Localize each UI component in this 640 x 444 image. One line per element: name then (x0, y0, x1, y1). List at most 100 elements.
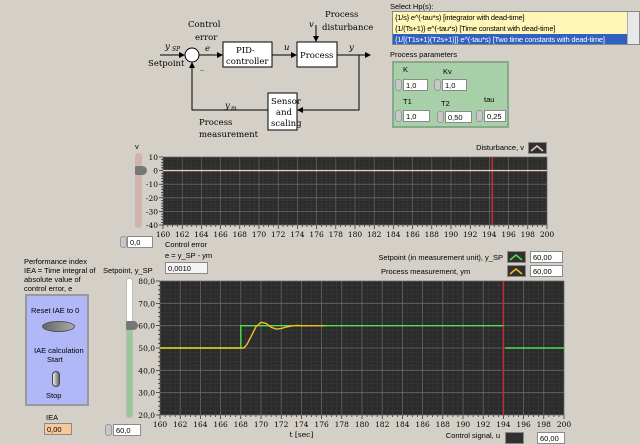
x-tick-label: 200 (557, 420, 572, 429)
setpoint-slider-thumb[interactable] (126, 321, 138, 330)
svg-text:scaling: scaling (271, 119, 302, 129)
measurement-legend-label: Process measurement, ym (381, 267, 471, 276)
x-tick-label: 186 (415, 420, 430, 429)
x-tick-label: 164 (194, 230, 209, 239)
hp-option-integrator[interactable]: {1/s} e^(-tau*s) [integrator with dead-t… (395, 13, 525, 22)
hp-option-two-time-constants-row[interactable]: {1/[(T1s+1)(T2s+1)]} e^(-tau*s) [Two tim… (393, 34, 627, 44)
disturbance-slider-label: v (135, 142, 139, 151)
sensor-block (267, 92, 298, 131)
hp-option-two-time-constants[interactable]: {1/[(T1s+1)(T2s+1)]} e^(-tau*s) [Two tim… (395, 35, 605, 44)
x-tick-label: 198 (521, 230, 536, 239)
t1-field[interactable]: 1,0 (403, 110, 430, 122)
control-error-label: Control error (165, 240, 208, 249)
setpoint-legend-icon[interactable] (507, 251, 526, 263)
y-tick-label: 40,0 (138, 366, 155, 375)
label-ysp: y (164, 42, 170, 52)
x-tick-label: 200 (540, 230, 555, 239)
t1-spinner[interactable] (395, 110, 402, 122)
svg-text:Process: Process (325, 10, 358, 20)
t2-field[interactable]: 0,50 (445, 111, 472, 123)
y-tick-label: 60,0 (138, 322, 155, 331)
x-tick-label: 178 (329, 230, 344, 239)
t2-label: T2 (441, 99, 450, 108)
svg-text:v: v (309, 20, 314, 30)
x-tick-label: 174 (290, 230, 305, 239)
x-tick-label: 184 (386, 230, 401, 239)
y-tick-label: -10 (146, 180, 158, 189)
x-tick-label: 190 (444, 230, 459, 239)
svg-text:measurement: measurement (199, 130, 259, 140)
disturbance-spinner[interactable] (120, 236, 127, 248)
hp-option-time-constant-row[interactable]: {1/(Ts+1)} e^(-tau*s) [Time constant wit… (393, 23, 627, 34)
y-tick-label: 20,0 (138, 411, 155, 420)
y-tick-label: -30 (146, 207, 158, 216)
x-tick-label: 160 (156, 230, 171, 239)
label-e: e (205, 44, 210, 54)
setpoint-spinner[interactable] (105, 424, 112, 436)
process-block (296, 41, 338, 68)
disturbance-field[interactable]: 0,0 (127, 236, 153, 248)
label-setpoint: Setpoint (148, 59, 185, 69)
setpoint-slider[interactable] (126, 278, 133, 418)
control-signal-value: 60,00 (537, 432, 565, 444)
reset-iae-button[interactable] (42, 321, 75, 332)
svg-text:y: y (224, 101, 230, 111)
svg-text:u: u (284, 43, 289, 53)
x-tick-label: 168 (234, 420, 249, 429)
iae-toggle-switch[interactable] (52, 371, 60, 387)
x-tick-label: 198 (537, 420, 552, 429)
x-tick-label: 176 (314, 420, 329, 429)
svg-text:PID-: PID- (236, 46, 255, 56)
listbox-scrollbar[interactable] (627, 12, 639, 44)
disturbance-legend-icon[interactable] (528, 142, 547, 154)
hp-option-time-constant[interactable]: {1/(Ts+1)} e^(-tau*s) [Time constant wit… (395, 24, 556, 33)
x-tick-label: 196 (501, 230, 516, 239)
svg-text:Process: Process (199, 118, 232, 128)
x-tick-label: 166 (213, 230, 228, 239)
measurement-legend-icon[interactable] (507, 265, 526, 277)
x-tick-label: 190 (456, 420, 471, 429)
x-tick-label: 170 (254, 420, 269, 429)
setpoint-field[interactable]: 60,0 (113, 424, 141, 436)
kv-spinner[interactable] (434, 79, 441, 91)
kv-field[interactable]: 1,0 (442, 79, 467, 91)
kv-label: Kv (443, 67, 452, 76)
tau-spinner[interactable] (476, 110, 483, 122)
setpoint-value: 60,00 (530, 251, 563, 263)
hp-listbox[interactable]: {1/s} e^(-tau*s) [integrator with dead-t… (392, 11, 640, 45)
x-tick-label: 192 (463, 230, 478, 239)
x-tick-label: 192 (476, 420, 491, 429)
x-tick-label: 162 (173, 420, 188, 429)
iae-start-label: Start (47, 355, 63, 364)
y-tick-label: -20 (146, 194, 158, 203)
x-tick-label: 168 (233, 230, 248, 239)
svg-text:SP: SP (172, 46, 181, 53)
k-field[interactable]: 1,0 (403, 79, 428, 91)
x-tick-label: 194 (496, 420, 511, 429)
hp-option-integrator-row[interactable]: {1/s} e^(-tau*s) [integrator with dead-t… (393, 12, 627, 23)
t2-spinner[interactable] (437, 111, 444, 123)
summing-junction (184, 47, 200, 63)
y-tick-label: 30,0 (138, 389, 155, 398)
reset-iae-label: Reset IAE to 0 (31, 306, 80, 315)
y-tick-label: 10 (148, 153, 158, 162)
disturbance-slider-thumb[interactable] (135, 166, 147, 175)
k-spinner[interactable] (395, 79, 402, 91)
tau-label: tau (484, 95, 495, 104)
x-tick-label: 166 (213, 420, 228, 429)
x-axis-label: t [sec] (290, 430, 314, 438)
measurement-value: 60,00 (530, 265, 563, 277)
x-tick-label: 170 (252, 230, 267, 239)
x-tick-label: 178 (335, 420, 350, 429)
t1-label: T1 (403, 97, 412, 106)
y-tick-label: 80,0 (138, 277, 155, 286)
disturbance-slider[interactable] (135, 153, 142, 228)
label-minus: _ (200, 62, 205, 72)
tau-field[interactable]: 0,25 (484, 110, 506, 122)
block-diagram: Control error e y SP Setpoint _ PID- con… (148, 10, 373, 140)
x-tick-label: 180 (355, 420, 370, 429)
setpoint-slider-label: Setpoint, y_SP (103, 266, 153, 275)
svg-text:and: and (276, 108, 293, 118)
control-signal-legend-icon[interactable] (505, 432, 524, 444)
